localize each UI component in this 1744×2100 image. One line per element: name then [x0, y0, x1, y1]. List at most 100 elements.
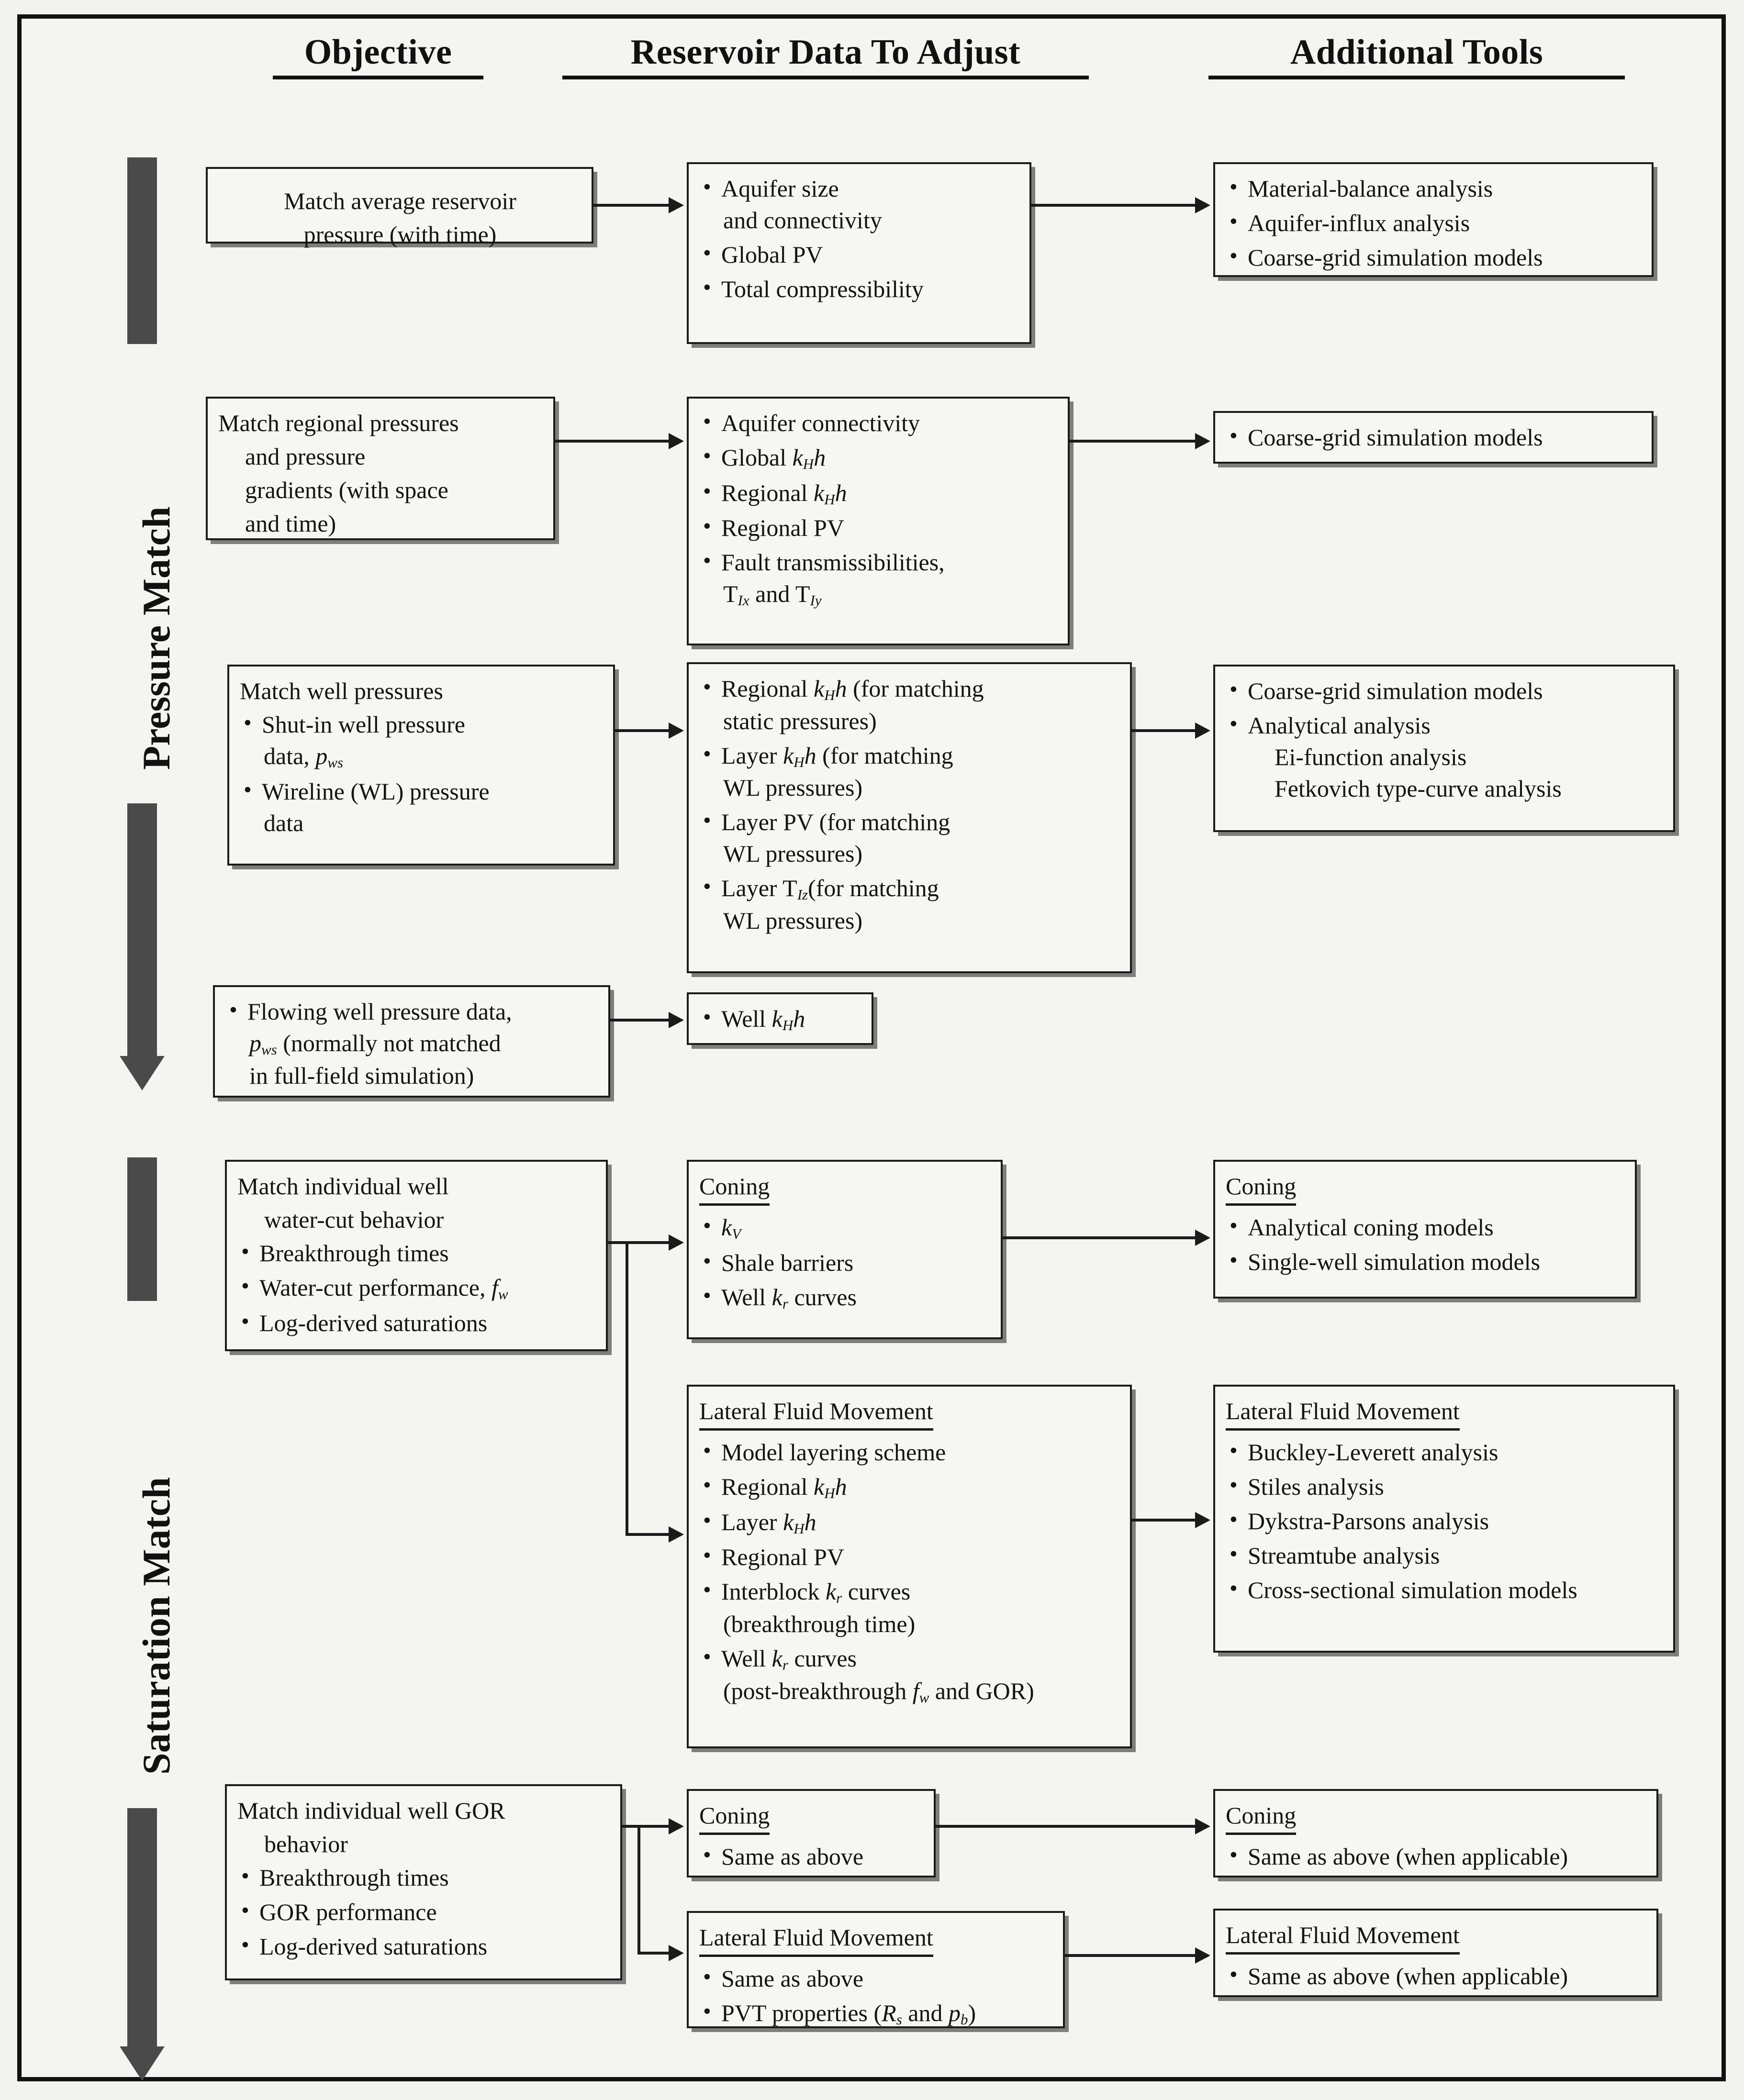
data-box-flowing-well-pressure: Well kHh: [687, 992, 873, 1045]
connector-line: [637, 1825, 640, 1954]
data-box-gor-coning: Coning Same as above: [687, 1789, 936, 1878]
bullet-list: Material-balance analysis Aquifer-influx…: [1226, 172, 1642, 273]
connector-arrowhead: [669, 433, 684, 449]
connector-line: [1070, 440, 1196, 443]
list-item-continuation: WL pressures): [723, 840, 863, 867]
list-item: Regional kHh (for matching static pressu…: [699, 672, 1120, 737]
box-heading: Coning: [699, 1800, 770, 1835]
list-item: Coarse-grid simulation models: [1226, 421, 1642, 453]
list-item: Aquifer connectivity: [699, 406, 1058, 439]
connector-line: [1132, 729, 1196, 732]
objective-box-gor-behavior: Match individual well GOR behavior Break…: [225, 1784, 622, 1980]
column-header-additional-tools-label: Additional Tools: [1290, 33, 1543, 72]
list-item: Wireline (WL) pressure data: [240, 775, 604, 839]
connector-arrowhead: [669, 197, 684, 213]
bullet-list: Shut-in well pressure data, pws Wireline…: [240, 708, 604, 839]
bullet-list: Same as above PVT properties (Rs and pb): [699, 1962, 1053, 2030]
list-item-continuation: WL pressures): [723, 774, 863, 801]
box-heading: Lateral Fluid Movement: [699, 1922, 933, 1957]
tools-box-avg-reservoir-pressure: Material-balance analysis Aquifer-influx…: [1213, 162, 1654, 277]
phase-label-pressure-match: Pressure Match: [134, 506, 178, 770]
bullet-list: kV Shale barriers Well kr curves: [699, 1211, 991, 1313]
list-item: Aquifer size and connectivity: [699, 172, 1020, 236]
list-item-continuation: data: [264, 809, 304, 836]
column-header-reservoir-data: Reservoir Data To Adjust: [562, 32, 1089, 79]
connector-line: [1132, 1519, 1196, 1522]
connector-arrowhead: [669, 722, 684, 739]
data-box-gor-lateral: Lateral Fluid Movement Same as above PVT…: [687, 1911, 1065, 2028]
bullet-list: Same as above: [699, 1840, 924, 1872]
column-header-objective-label: Objective: [304, 33, 452, 72]
connector-arrowhead: [1195, 722, 1210, 739]
bullet-list: Flowing well pressure data, pws (normall…: [225, 995, 599, 1091]
list-item: Layer PV (for matching WL pressures): [699, 805, 1120, 869]
bullet-list: Breakthrough times GOR performance Log-d…: [237, 1861, 611, 1962]
list-item: PVT properties (Rs and pb): [699, 1996, 1053, 2030]
bullet-list: Aquifer connectivity Global kHh Regional…: [699, 406, 1058, 611]
objective-heading: Match well pressures: [240, 678, 443, 704]
objective-line: behavior: [264, 1831, 348, 1857]
bullet-list: Same as above (when applicable): [1226, 1959, 1647, 1992]
list-item: Breakthrough times: [237, 1861, 611, 1893]
header-underline: [562, 76, 1089, 79]
list-item: Layer TIz(for matching WL pressures): [699, 871, 1120, 936]
data-box-water-cut-coning: Coning kV Shale barriers Well kr curves: [687, 1160, 1003, 1339]
list-item: Breakthrough times: [237, 1236, 596, 1269]
list-item: Layer kHh: [699, 1505, 1120, 1539]
list-item: Global kHh: [699, 441, 1058, 474]
bullet-list: Model layering scheme Regional kHh Layer…: [699, 1435, 1120, 1708]
data-box-regional-pressures: Aquifer connectivity Global kHh Regional…: [687, 397, 1070, 645]
list-item: Aquifer-influx analysis: [1226, 206, 1642, 239]
data-box-well-pressures: Regional kHh (for matching static pressu…: [687, 662, 1132, 973]
list-item: Streamtube analysis: [1226, 1539, 1664, 1571]
list-item: Dykstra-Parsons analysis: [1226, 1504, 1664, 1537]
list-item: Analytical coning models: [1226, 1211, 1625, 1243]
objective-box-flowing-well-pressure: Flowing well pressure data, pws (normall…: [213, 985, 610, 1098]
list-item: Well kr curves (post-breakthrough fw and…: [699, 1642, 1120, 1707]
bullet-list: Breakthrough times Water-cut performance…: [237, 1236, 596, 1339]
list-item: Shut-in well pressure data, pws: [240, 708, 604, 773]
box-heading: Coning: [699, 1170, 770, 1206]
connector-line: [626, 1533, 671, 1536]
objective-box-regional-pressures: Match regional pressures and pressure gr…: [206, 397, 555, 540]
connector-arrowhead: [669, 1234, 684, 1251]
list-item: Log-derived saturations: [237, 1930, 611, 1962]
list-item: Shale barriers: [699, 1246, 991, 1278]
list-item-continuation: Ei-function analysis: [1274, 744, 1467, 770]
data-box-water-cut-lateral: Lateral Fluid Movement Model layering sc…: [687, 1385, 1132, 1748]
connector-arrowhead: [669, 1526, 684, 1543]
connector-arrowhead: [1195, 1512, 1210, 1528]
bullet-list: Analytical coning models Single-well sim…: [1226, 1211, 1625, 1278]
box-heading: Coning: [1226, 1800, 1297, 1835]
list-item: Well kHh: [699, 1002, 862, 1035]
bullet-list: Well kHh: [699, 1002, 862, 1035]
list-item: Regional PV: [699, 511, 1058, 544]
bullet-list: Coarse-grid simulation models: [1226, 421, 1642, 453]
connector-arrowhead: [669, 1818, 684, 1834]
list-item: Interblock kr curves (breakthrough time): [699, 1575, 1120, 1640]
list-item: Total compressibility: [699, 272, 1020, 305]
connector-arrowhead: [1195, 433, 1210, 449]
box-heading: Coning: [1226, 1170, 1297, 1206]
bullet-list: Buckley-Leverett analysis Stiles analysi…: [1226, 1435, 1664, 1606]
connector-line: [593, 204, 670, 207]
tools-box-well-pressures: Coarse-grid simulation models Analytical…: [1213, 665, 1675, 832]
connector-line: [610, 1019, 670, 1022]
list-item: GOR performance: [237, 1895, 611, 1928]
connector-line: [1031, 204, 1196, 207]
objective-box-avg-reservoir-pressure: Match average reservoir pressure (with t…: [206, 167, 593, 248]
list-item-continuation: TIx and TIy: [723, 580, 822, 609]
header-underline: [1208, 76, 1625, 79]
objective-line: gradients (with space: [245, 477, 448, 503]
list-item: Same as above: [699, 1962, 1053, 1994]
objective-line: Match individual well: [237, 1173, 449, 1200]
connector-arrowhead: [1195, 1947, 1210, 1964]
list-item-continuation: in full-field simulation): [249, 1062, 474, 1089]
connector-arrowhead: [1195, 197, 1210, 213]
bullet-list: Aquifer size and connectivity Global PV …: [699, 172, 1020, 305]
connector-arrowhead: [669, 1945, 684, 1961]
list-item: Regional kHh: [699, 1470, 1120, 1503]
header-underline: [273, 76, 483, 79]
list-item-continuation: (post-breakthrough fw and GOR): [723, 1677, 1034, 1706]
